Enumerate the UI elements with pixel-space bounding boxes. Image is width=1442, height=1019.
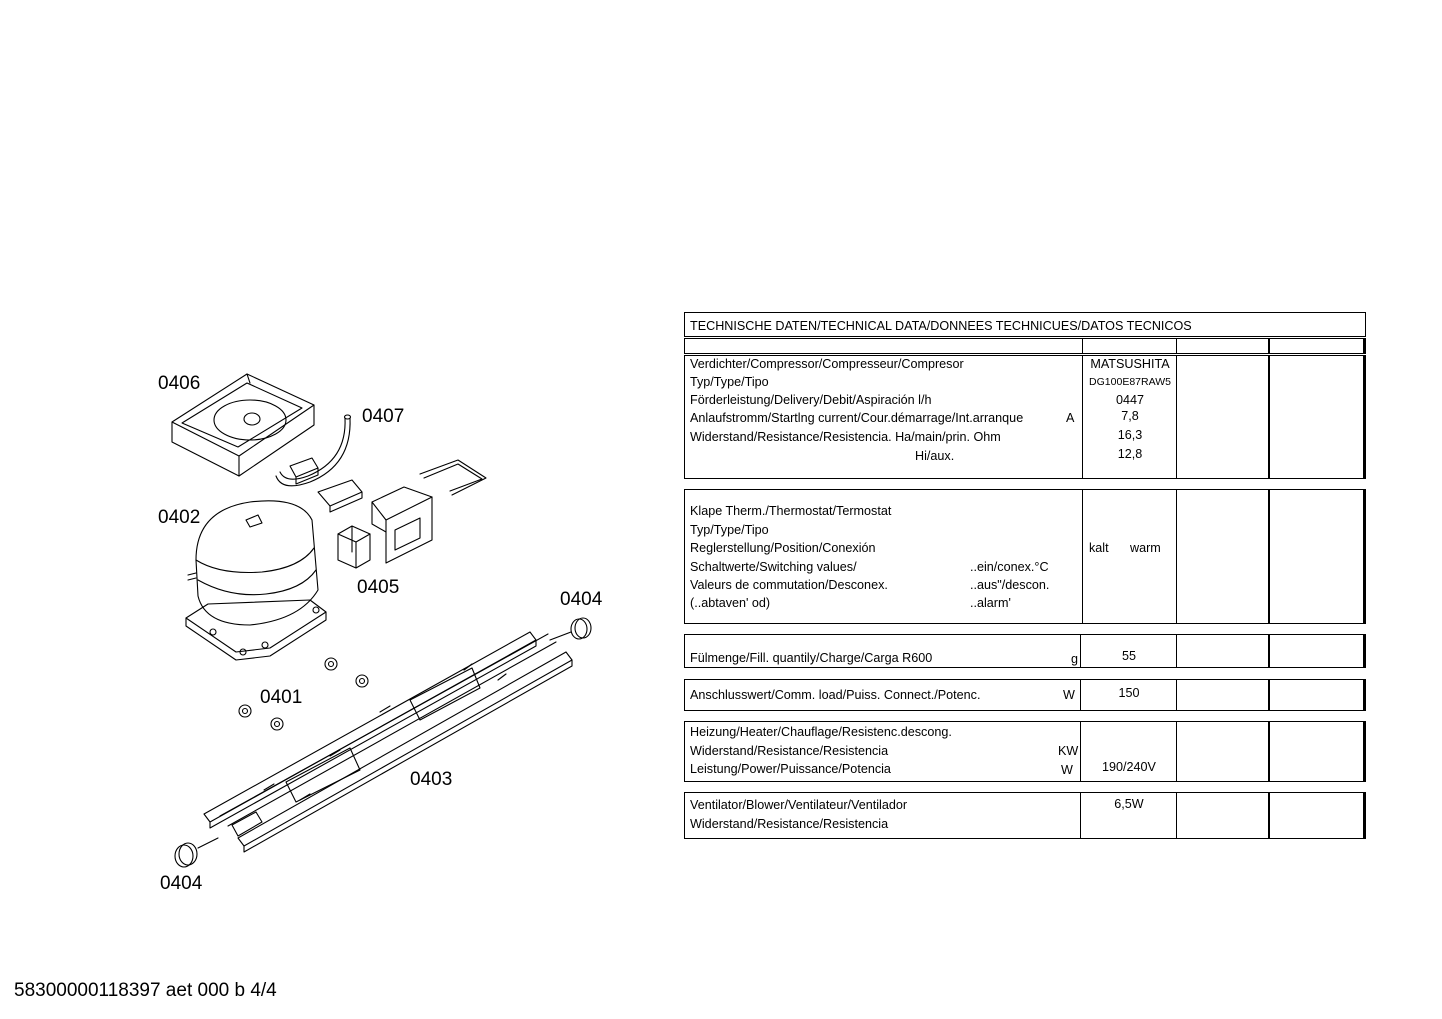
- starting-current-value: 7,8: [1121, 409, 1139, 423]
- resistance-aux-value: 12,8: [1117, 447, 1143, 461]
- compressor-type-label: Typ/Type/Tipo: [690, 375, 769, 389]
- callout-0406: 0406: [158, 373, 201, 394]
- load-label: Anschlusswert/Comm. load/Puiss. Connect.…: [690, 688, 981, 702]
- commutation-label: Valeurs de commutation/Desconex.: [690, 578, 888, 592]
- load-value: 150: [1118, 686, 1140, 700]
- callout-0402: 0402: [158, 507, 201, 528]
- callout-0404-top: 0404: [560, 589, 603, 610]
- blower-section: [684, 792, 1366, 839]
- feet-0404: [174, 617, 592, 868]
- compressor-type-value: DG100E87RAW5: [1089, 376, 1171, 388]
- position-label: Reglerstellung/Position/Conexión: [690, 541, 876, 555]
- thermostat-section: [684, 489, 1366, 624]
- load-section: [684, 679, 1366, 711]
- grommets-0401: [238, 657, 369, 731]
- compressor-make-value: MATSUSHITA: [1090, 357, 1170, 371]
- starting-current-label: Anlaufstromm/Startlng current/Cour.démar…: [690, 411, 1024, 425]
- heater-section: [684, 721, 1366, 782]
- charge-value: 55: [1121, 649, 1136, 663]
- delivery-label: Förderleistung/Delivery/Debit/Aspiración…: [690, 393, 932, 407]
- header-strip: [684, 338, 1366, 354]
- table-title: TECHNISCHE DATEN/TECHNICAL DATA/DONNEES …: [690, 319, 1192, 333]
- callout-0401: 0401: [260, 687, 303, 708]
- document-reference: 58300000118397 aet 000 b 4/4: [14, 980, 277, 1001]
- charge-unit: g: [1071, 652, 1079, 666]
- kalt-label: kalt: [1089, 541, 1109, 555]
- alarm-label: ..alarm': [970, 596, 1011, 610]
- defrost-label: (..abtaven' od): [690, 596, 771, 610]
- compressor-section: [684, 355, 1366, 479]
- bracket: [419, 459, 487, 496]
- resistance-main-value: 16,3: [1117, 428, 1143, 442]
- callout-0405: 0405: [357, 577, 400, 598]
- relay-parts: [289, 457, 371, 569]
- heater-resistance-label: Widerstand/Resistance/Resistencia: [690, 744, 889, 758]
- warm-label: warm: [1130, 541, 1161, 555]
- cover-tray-0406: [171, 373, 315, 477]
- heater-power-unit: W: [1061, 763, 1073, 777]
- delivery-value: 0447: [1115, 393, 1145, 407]
- heater-resistance-unit: KW: [1058, 744, 1079, 758]
- heater-power-value: 190/240V: [1102, 760, 1156, 774]
- callout-0404-bottom: 0404: [160, 873, 203, 894]
- blower-value: 6,5W: [1114, 797, 1144, 811]
- heater-power-label: Leistung/Power/Puissance/Potencia: [690, 762, 891, 776]
- charge-section: [684, 634, 1366, 668]
- charge-label: Fülmenge/Fill. quantily/Charge/Carga R60…: [690, 651, 933, 665]
- thermostat-type-label: Typ/Type/Tipo: [690, 523, 769, 537]
- tube-0407: [275, 414, 352, 487]
- resistance-main-label: Widerstand/Resistance/Resistencia. Ha/ma…: [690, 430, 1001, 444]
- switch-off-label: ..aus"/descon.: [970, 578, 1050, 592]
- resistance-aux-label: Hi/aux.: [915, 449, 955, 463]
- blower-resistance-label: Widerstand/Resistance/Resistencia: [690, 817, 889, 831]
- compressor-0402: [185, 500, 327, 661]
- callout-0407: 0407: [362, 406, 405, 427]
- callout-0403: 0403: [410, 769, 453, 790]
- terminal-box: [371, 486, 433, 564]
- title-box: [684, 312, 1366, 337]
- thermostat-label: Klape Therm./Thermostat/Termostat: [690, 504, 892, 518]
- rails-0403: [203, 631, 573, 853]
- switching-values-label: Schaltwerte/Switching values/: [690, 560, 857, 574]
- heater-label: Heizung/Heater/Chauflage/Resistenc.desco…: [690, 725, 952, 739]
- blower-label: Ventilator/Blower/Ventilateur/Ventilador: [690, 798, 908, 812]
- switch-on-label: ..ein/conex.°C: [970, 560, 1049, 574]
- starting-current-unit: A: [1066, 411, 1075, 425]
- compressor-label: Verdichter/Compressor/Compresseur/Compre…: [690, 357, 964, 371]
- load-unit: W: [1063, 688, 1075, 702]
